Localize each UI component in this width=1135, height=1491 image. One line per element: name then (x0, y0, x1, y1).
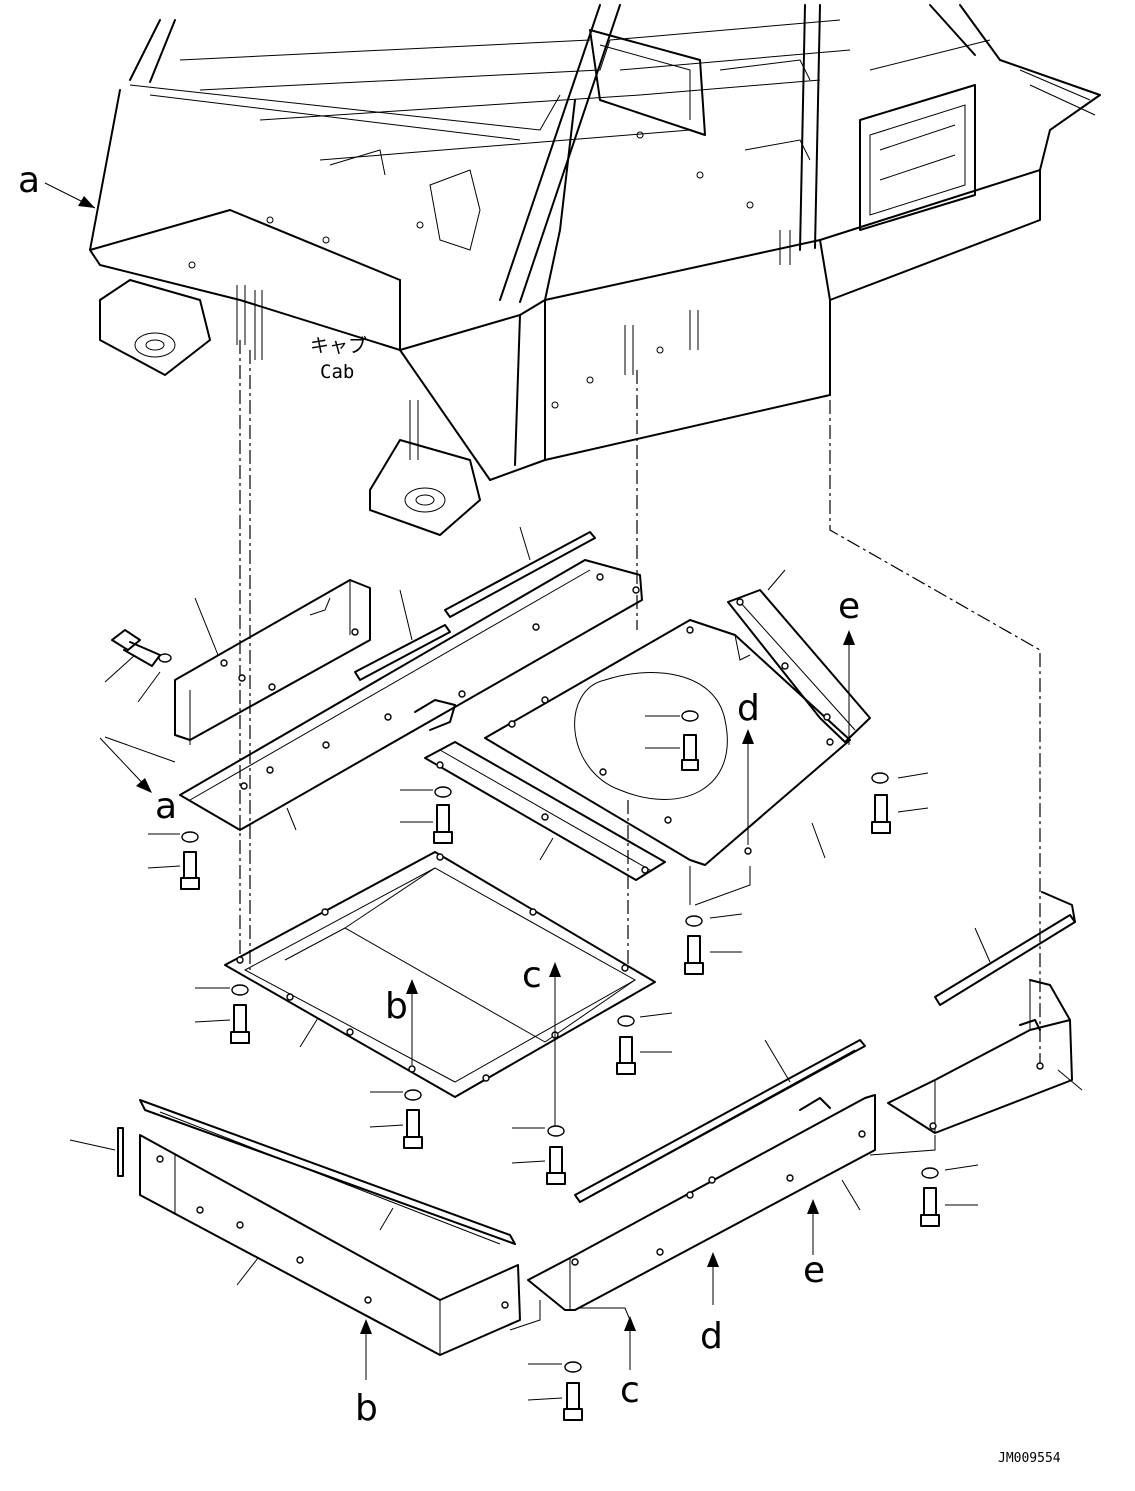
bolt-washer-frame-bottom (369, 1089, 423, 1149)
angle-bracket-upper-right (727, 569, 871, 743)
label-d-low: d (700, 1316, 723, 1357)
cab-label-jp: キャブ (310, 334, 367, 357)
drawing-code: JM009554 (998, 1451, 1061, 1466)
center-floor-plate (484, 619, 851, 906)
cab-label-en: Cab (320, 361, 354, 383)
label-e-low: e (803, 1250, 825, 1291)
bolt-washer-mid (400, 786, 453, 844)
rail-strip-upper (354, 526, 596, 681)
middle-angle-strip (424, 741, 666, 881)
label-c-low: c (620, 1370, 640, 1411)
bolt-washer-center (511, 1125, 566, 1185)
label-b-mid: b (385, 986, 408, 1027)
label-e-top: e (838, 586, 860, 627)
label-a-side: a (155, 786, 177, 827)
label-d-mid: d (737, 688, 760, 729)
bolt-washer-bottom (527, 1361, 583, 1421)
left-side-bracket (174, 579, 371, 745)
lower-middle-cover (527, 1039, 876, 1321)
bolt-washer-frame-left (194, 984, 250, 1044)
lower-right-cover (869, 979, 1083, 1156)
floor-frame (224, 851, 656, 1098)
bolt-washer-right-mid (684, 913, 743, 975)
bolt-washer-left (147, 831, 200, 890)
bolt-washer-right-upper (871, 772, 929, 834)
rail-strip-right (934, 891, 1076, 1006)
bolt-washer-top-left (104, 629, 172, 703)
label-a-top: a (18, 160, 40, 201)
label-b-low: b (355, 1388, 378, 1429)
left-floor-plate (104, 559, 643, 831)
cab-assembly (89, 4, 1101, 1070)
lower-left-cover (69, 1099, 541, 1356)
bolt-washer-frame-right (616, 1012, 673, 1075)
bolt-washer-lower-right (920, 1164, 979, 1227)
label-c-mid: c (522, 955, 542, 996)
